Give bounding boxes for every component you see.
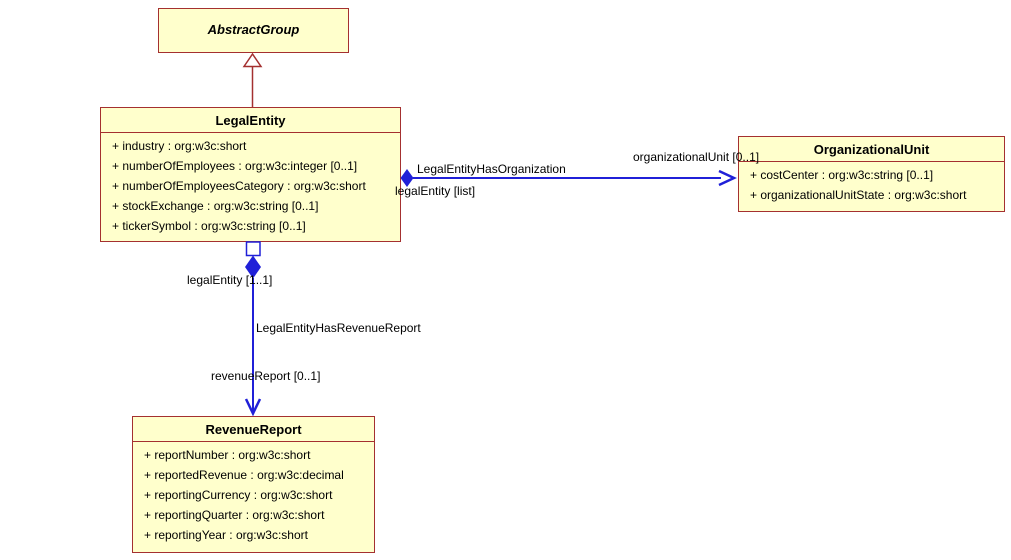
- target-role-label: revenueReport [0..1]: [211, 369, 321, 383]
- attribute-row: + organizationalUnitState : org:w3c:shor…: [750, 188, 967, 202]
- attribute-row: + tickerSymbol : org:w3c:string [0..1]: [112, 219, 306, 233]
- attribute-row: + reportingQuarter : org:w3c:short: [144, 508, 325, 522]
- hollow-square-icon: [245, 241, 261, 257]
- source-role-label: legalEntity [1..1]: [187, 273, 273, 287]
- attribute-row: + reportedRevenue : org:w3c:decimal: [144, 468, 344, 482]
- class-box-abstractgroup[interactable]: AbstractGroup: [158, 8, 349, 53]
- attribute-row: + numberOfEmployeesCategory : org:w3c:sh…: [112, 179, 366, 193]
- attribute-row: + reportingCurrency : org:w3c:short: [144, 488, 333, 502]
- hollow-triangle-icon: [242, 52, 263, 68]
- source-role-label: legalEntity [list]: [395, 184, 476, 198]
- attribute-row: + stockExchange : org:w3c:string [0..1]: [112, 199, 319, 213]
- target-role-label: organizationalUnit [0..1]: [633, 150, 760, 164]
- class-title: AbstractGroup: [207, 22, 300, 37]
- class-title: LegalEntity: [101, 108, 400, 133]
- attribute-row: + reportingYear : org:w3c:short: [144, 528, 308, 542]
- class-title: RevenueReport: [133, 417, 374, 442]
- attribute-row: + industry : org:w3c:short: [112, 139, 247, 153]
- attribute-row: + numberOfEmployees : org:w3c:integer [0…: [112, 159, 358, 173]
- class-box-organizationalunit[interactable]: OrganizationalUnit + costCenter : org:w3…: [738, 136, 1005, 212]
- relation-name-label: LegalEntityHasOrganization: [417, 162, 566, 176]
- class-box-legalentity[interactable]: LegalEntity + industry : org:w3c:short +…: [100, 107, 401, 242]
- class-title: OrganizationalUnit: [739, 137, 1004, 162]
- attribute-row: + costCenter : org:w3c:string [0..1]: [750, 168, 934, 182]
- relation-name-label: LegalEntityHasRevenueReport: [256, 321, 421, 335]
- open-arrowhead-icon: [718, 169, 737, 187]
- class-box-revenuereport[interactable]: RevenueReport + reportNumber : org:w3c:s…: [132, 416, 375, 553]
- attribute-list: + reportNumber : org:w3c:short + reporte…: [133, 442, 374, 545]
- attribute-list: + costCenter : org:w3c:string [0..1] + o…: [739, 162, 1004, 205]
- attribute-list: + industry : org:w3c:short + numberOfEmp…: [101, 133, 400, 236]
- open-arrowhead-icon: [244, 398, 262, 417]
- attribute-row: + reportNumber : org:w3c:short: [144, 448, 311, 462]
